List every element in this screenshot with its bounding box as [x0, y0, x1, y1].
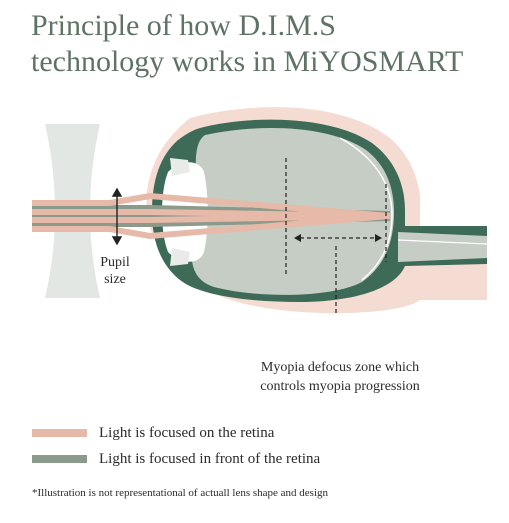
defocus-arrow-left: [294, 234, 301, 242]
title-line-2: technology works in MiYOSMART: [31, 45, 464, 78]
iris-bottom: [170, 248, 190, 266]
legend-text-front: Light is focused in front of the retina: [99, 450, 321, 467]
page-title: Principle of how D.I.M.S technology work…: [31, 8, 501, 80]
eye-diagram: [32, 107, 488, 315]
optic-nerve-line: [397, 239, 488, 245]
pupil-label-line-2: size: [104, 272, 126, 287]
defocus-arrow-right: [375, 234, 382, 242]
optic-nerve: [398, 232, 487, 262]
defocus-zone-markers: [285, 158, 387, 315]
legend-item-retina-focus: Light is focused on the retina: [32, 420, 320, 446]
retina-line: [339, 137, 393, 281]
legend-text-retina: Light is focused on the retina: [99, 424, 275, 441]
defocus-zone-label: Myopia defocus zone which controls myopi…: [232, 358, 448, 396]
legend: Light is focused on the retina Light is …: [32, 420, 320, 472]
title-line-1: Principle of how D.I.M.S: [31, 9, 336, 42]
iris-top: [170, 158, 190, 176]
pupil-label-line-1: Pupil: [100, 255, 130, 270]
defocus-label-line-2: controls myopia progression: [260, 379, 420, 394]
footnote: *Illustration is not representational of…: [32, 487, 329, 499]
pupil-size-label: Pupil size: [88, 254, 142, 288]
pupil-size-arrow: [111, 187, 123, 246]
rays-retina-focus: [32, 192, 391, 240]
legend-swatch-retina: [32, 429, 87, 437]
legend-swatch-front: [32, 455, 87, 463]
defocus-label-line-1: Myopia defocus zone which: [260, 360, 420, 375]
legend-item-front-focus: Light is focused in front of the retina: [32, 446, 320, 472]
